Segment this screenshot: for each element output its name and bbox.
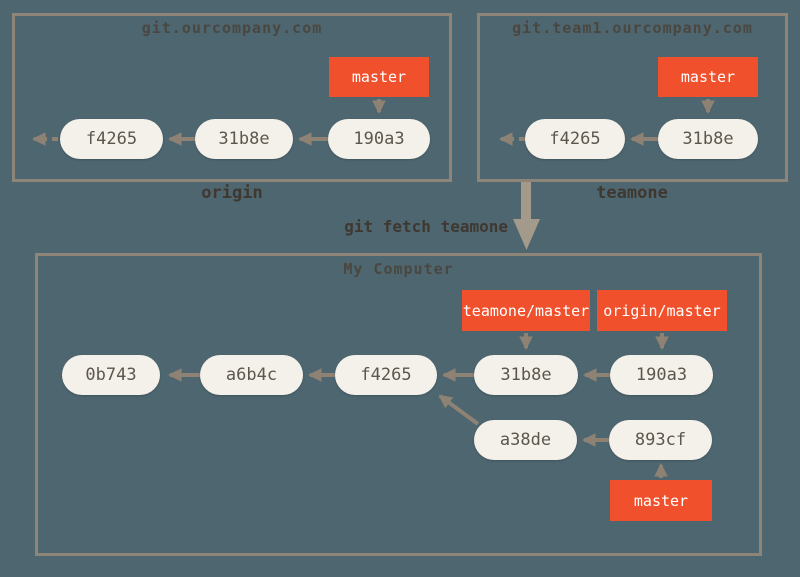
remote-teamone-caption: teamone (596, 183, 668, 203)
branch-label-teamone-master: master (658, 57, 758, 97)
remote-teamone-box (477, 13, 788, 182)
commit-node-local-a38de: a38de (474, 420, 577, 460)
remote-origin-caption: origin (201, 183, 263, 203)
remote-teamone-title: git.team1.ourcompany.com (512, 19, 753, 37)
branch-label-local-master: master (610, 480, 712, 521)
commit-node-origin-190a3: 190a3 (328, 119, 430, 159)
branch-label-local-origin-master: origin/master (597, 290, 727, 331)
commit-node-local-893cf: 893cf (609, 420, 712, 460)
commit-node-teamone-f4265: f4265 (525, 119, 625, 159)
local-repo-box (35, 253, 762, 556)
local-repo-title: My Computer (343, 260, 454, 278)
commit-node-origin-31b8e: 31b8e (195, 119, 293, 159)
commit-node-origin-f4265: f4265 (60, 119, 163, 159)
commit-node-local-a6b4c: a6b4c (200, 355, 303, 395)
remote-origin-title: git.ourcompany.com (141, 19, 323, 37)
remote-origin-box (12, 13, 452, 182)
branch-label-local-teamone-master: teamone/master (462, 290, 590, 331)
branch-label-origin-master: master (329, 57, 429, 97)
commit-node-local-f4265: f4265 (335, 355, 437, 395)
fetch-command-label: git fetch teamone (344, 217, 508, 236)
commit-node-teamone-31b8e: 31b8e (658, 119, 758, 159)
commit-node-local-31b8e: 31b8e (474, 355, 578, 395)
commit-node-local-190a3: 190a3 (610, 355, 713, 395)
commit-node-local-0b743: 0b743 (62, 355, 160, 395)
